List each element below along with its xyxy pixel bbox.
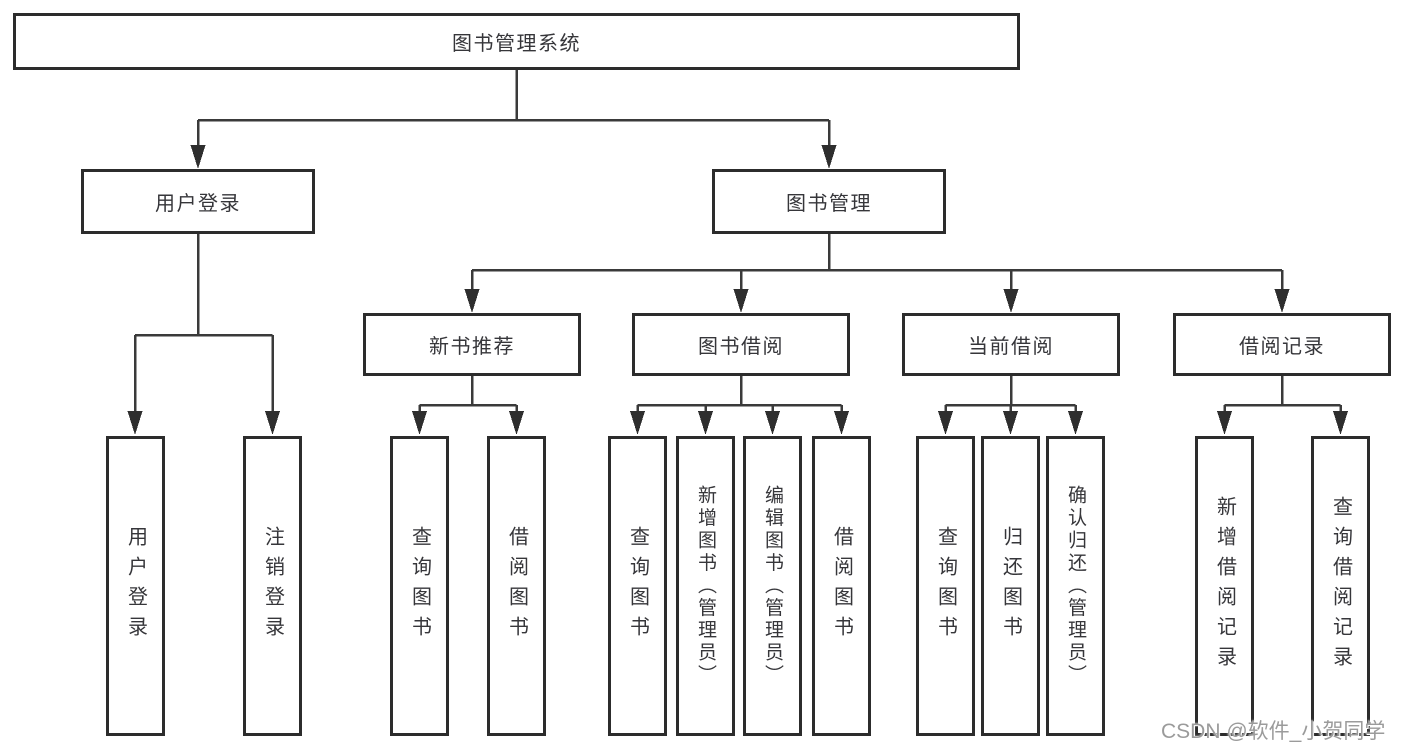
arrowhead-icon bbox=[412, 411, 427, 435]
connector-current-borrow-to-leaves bbox=[938, 376, 1083, 435]
arrowhead-icon bbox=[765, 411, 780, 435]
leaf-query-borrow-record: 查询借阅记录 bbox=[1311, 436, 1370, 736]
node-current-borrow-label: 当前借阅 bbox=[968, 336, 1054, 358]
leaf-logout-label: 注销登录 bbox=[261, 526, 284, 646]
leaf-borrow-books-label: 借阅图书 bbox=[830, 526, 853, 646]
node-borrow-records-label: 借阅记录 bbox=[1239, 336, 1325, 358]
leaf-query-books-recommend-label: 查询图书 bbox=[408, 526, 431, 646]
connector-book-borrow-to-leaves bbox=[630, 376, 849, 435]
arrowhead-icon bbox=[698, 411, 713, 435]
arrowhead-icon bbox=[1274, 289, 1290, 313]
node-new-book-recommend: 新书推荐 bbox=[363, 313, 581, 376]
leaf-borrow-books-recommend: 借阅图书 bbox=[487, 436, 546, 736]
arrowhead-icon bbox=[938, 411, 953, 435]
leaf-user-login: 用户登录 bbox=[106, 436, 165, 736]
leaf-return-books: 归还图书 bbox=[981, 436, 1040, 736]
leaf-query-books-borrow-label: 查询图书 bbox=[626, 526, 649, 646]
arrowhead-icon bbox=[821, 145, 837, 169]
leaf-user-login-label: 用户登录 bbox=[124, 526, 147, 646]
arrowhead-icon bbox=[127, 411, 143, 435]
leaf-query-books-borrow: 查询图书 bbox=[608, 436, 667, 736]
arrowhead-icon bbox=[834, 411, 849, 435]
node-book-management: 图书管理 bbox=[712, 169, 946, 234]
arrowhead-icon bbox=[733, 289, 749, 313]
leaf-add-books-admin-label: 新增图书（管理员） bbox=[695, 485, 716, 687]
arrowhead-icon bbox=[1003, 289, 1019, 313]
arrowhead-icon bbox=[630, 411, 645, 435]
leaf-query-books-current: 查询图书 bbox=[916, 436, 975, 736]
node-book-borrow: 图书借阅 bbox=[632, 313, 850, 376]
leaf-add-borrow-record-label: 新增借阅记录 bbox=[1213, 496, 1236, 676]
node-current-borrow: 当前借阅 bbox=[902, 313, 1120, 376]
arrowhead-icon bbox=[1068, 411, 1083, 435]
arrowhead-icon bbox=[1333, 411, 1348, 435]
leaf-edit-books-admin-label: 编辑图书（管理员） bbox=[762, 485, 783, 687]
leaf-query-books-current-label: 查询图书 bbox=[934, 526, 957, 646]
node-user-login-label: 用户登录 bbox=[155, 193, 241, 215]
connector-new-book-to-leaves bbox=[412, 376, 524, 435]
node-book-management-label: 图书管理 bbox=[786, 193, 872, 215]
connector-root-to-level2 bbox=[190, 69, 837, 169]
leaf-edit-books-admin: 编辑图书（管理员） bbox=[743, 436, 802, 736]
arrowhead-icon bbox=[190, 145, 206, 169]
arrowhead-icon bbox=[509, 411, 524, 435]
arrowhead-icon bbox=[265, 411, 280, 435]
arrowhead-icon bbox=[464, 289, 480, 313]
node-borrow-records: 借阅记录 bbox=[1173, 313, 1391, 376]
arrowhead-icon bbox=[1003, 411, 1018, 435]
leaf-add-books-admin: 新增图书（管理员） bbox=[676, 436, 735, 736]
leaf-return-books-label: 归还图书 bbox=[999, 526, 1022, 646]
node-library-management-system: 图书管理系统 bbox=[13, 13, 1020, 70]
leaf-borrow-books: 借阅图书 bbox=[812, 436, 871, 736]
leaf-confirm-return-admin: 确认归还（管理员） bbox=[1046, 436, 1105, 736]
arrowhead-icon bbox=[1217, 411, 1232, 435]
connector-user-login-to-leaves bbox=[127, 234, 280, 435]
node-new-book-recommend-label: 新书推荐 bbox=[429, 336, 515, 358]
watermark: CSDN @软件_小贺同学 bbox=[1161, 720, 1386, 743]
leaf-confirm-return-admin-label: 确认归还（管理员） bbox=[1065, 485, 1086, 687]
leaf-query-books-recommend: 查询图书 bbox=[390, 436, 449, 736]
leaf-add-borrow-record: 新增借阅记录 bbox=[1195, 436, 1254, 736]
connector-borrow-records-to-leaves bbox=[1217, 376, 1348, 435]
connector-book-management-to-level3 bbox=[464, 234, 1290, 313]
node-user-login: 用户登录 bbox=[81, 169, 315, 234]
node-library-management-system-label: 图书管理系统 bbox=[452, 33, 581, 55]
leaf-borrow-books-recommend-label: 借阅图书 bbox=[505, 526, 528, 646]
leaf-logout: 注销登录 bbox=[243, 436, 302, 736]
leaf-query-borrow-record-label: 查询借阅记录 bbox=[1329, 496, 1352, 676]
node-book-borrow-label: 图书借阅 bbox=[698, 336, 784, 358]
